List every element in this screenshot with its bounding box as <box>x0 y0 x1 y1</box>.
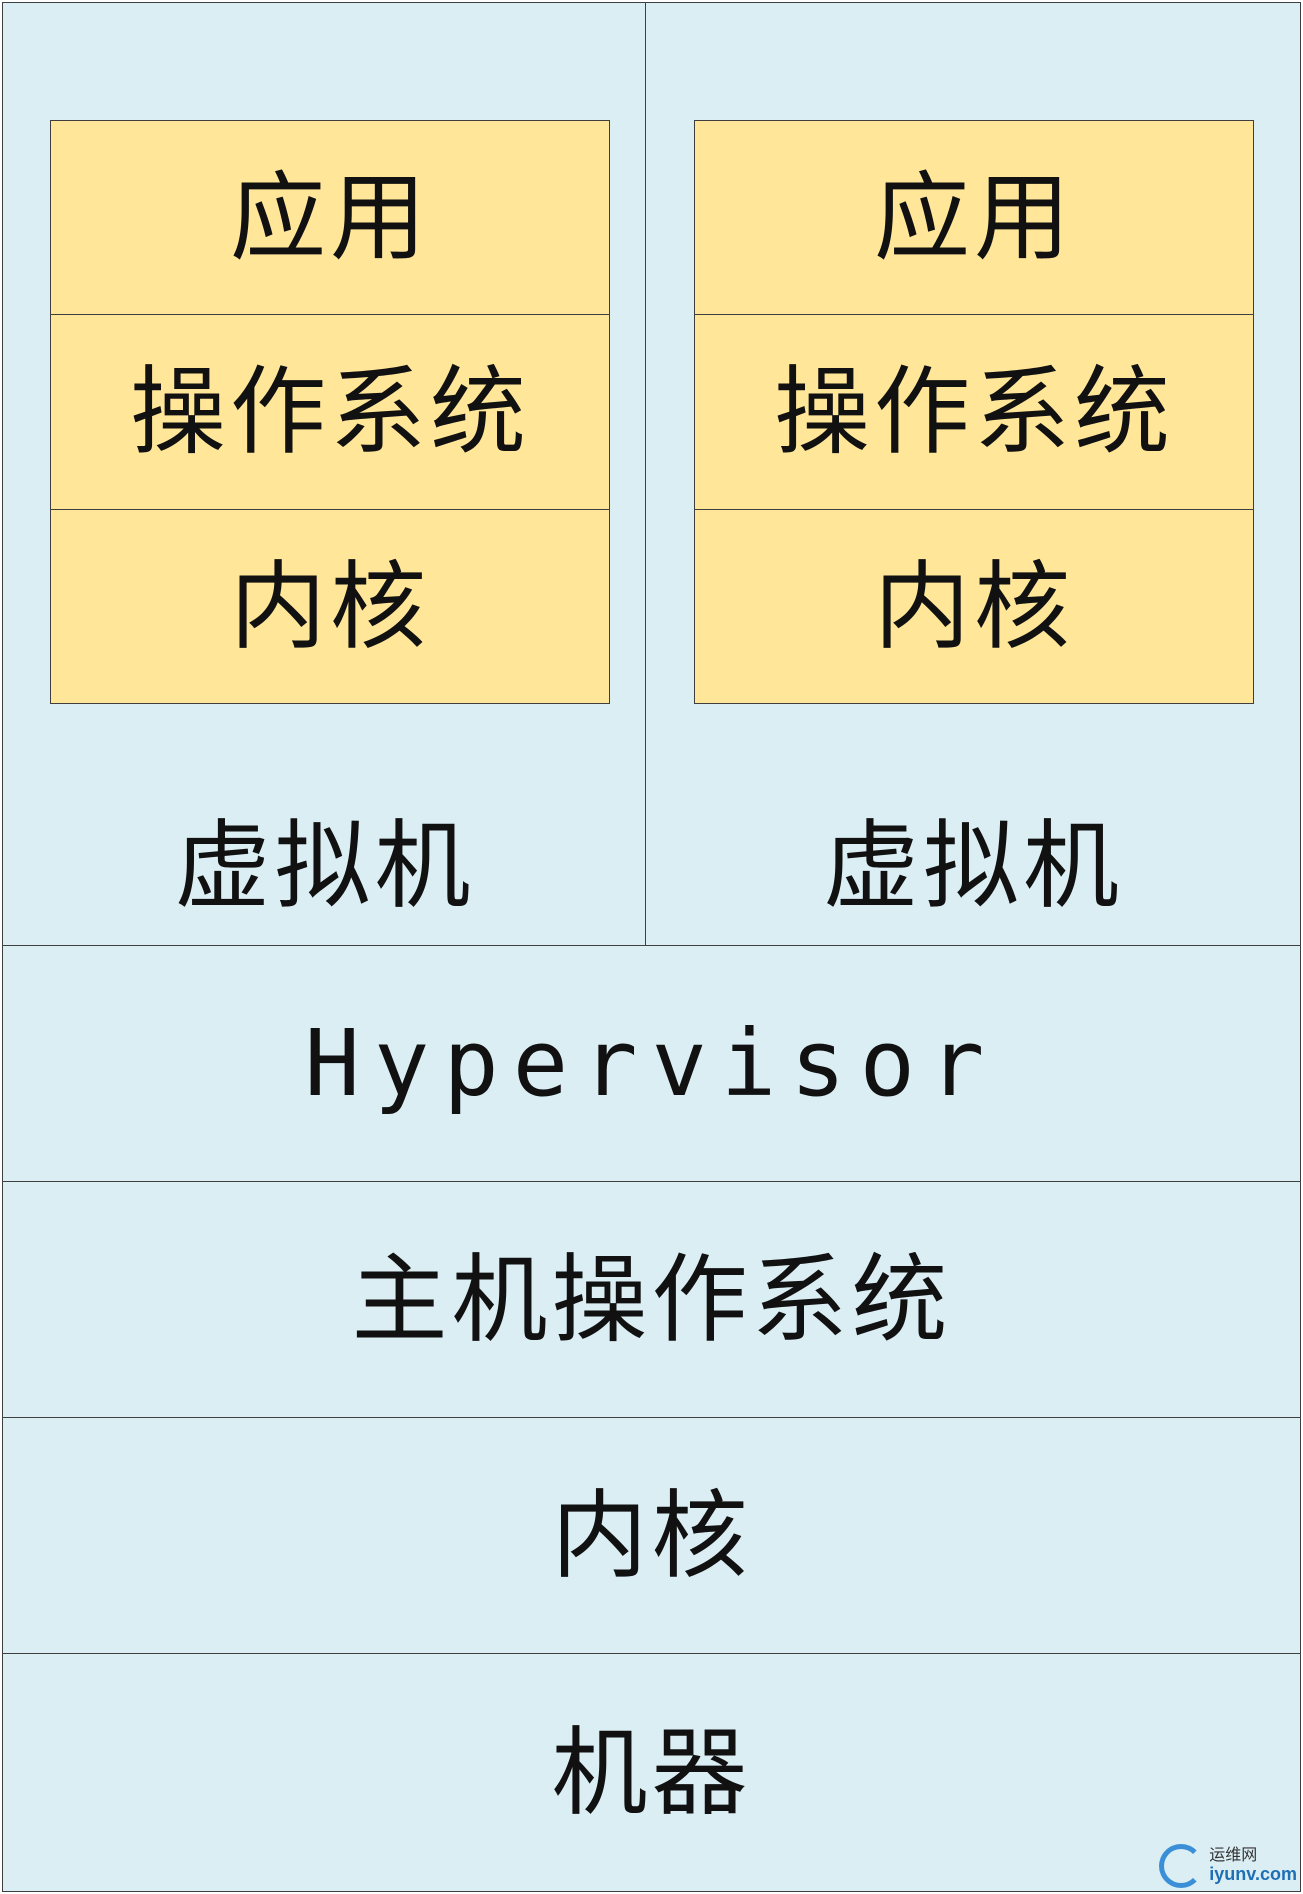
vm-right-kernel-label: 内核 <box>874 550 1074 663</box>
vm-left-os-layer: 操作系统 <box>50 314 610 510</box>
hypervisor-layer: Hypervisor <box>2 945 1301 1183</box>
watermark: 运维网 iyunv.com <box>1159 1844 1297 1888</box>
vm-left-app-layer: 应用 <box>50 120 610 315</box>
vm-left-kernel-label: 内核 <box>230 550 430 663</box>
machine-label: 机器 <box>551 1716 752 1829</box>
vm-right-label: 虚拟机 <box>823 810 1123 922</box>
watermark-en: iyunv.com <box>1209 1863 1297 1884</box>
vm-right-kernel-layer: 内核 <box>694 509 1254 704</box>
vm-right-os-layer: 操作系统 <box>694 314 1254 510</box>
watermark-text: 运维网 iyunv.com <box>1209 1847 1297 1884</box>
watermark-logo-icon <box>1159 1844 1204 1888</box>
vm-left-os-label: 操作系统 <box>130 356 530 468</box>
vm-left-app-label: 应用 <box>230 161 430 274</box>
host-os-layer: 主机操作系统 <box>2 1181 1301 1419</box>
machine-layer: 机器 <box>2 1653 1301 1892</box>
watermark-cn: 运维网 <box>1209 1847 1258 1865</box>
hypervisor-label: Hypervisor <box>304 1010 999 1117</box>
vm-right-app-layer: 应用 <box>694 120 1254 315</box>
vm-left-label: 虚拟机 <box>174 810 475 922</box>
vm-right-app-label: 应用 <box>874 161 1074 274</box>
host-kernel-layer: 内核 <box>2 1417 1301 1655</box>
host-kernel-label: 内核 <box>551 1480 752 1592</box>
host-os-label: 主机操作系统 <box>351 1244 952 1356</box>
vm-left-kernel-layer: 内核 <box>50 509 610 704</box>
vm-right-os-label: 操作系统 <box>774 356 1174 468</box>
